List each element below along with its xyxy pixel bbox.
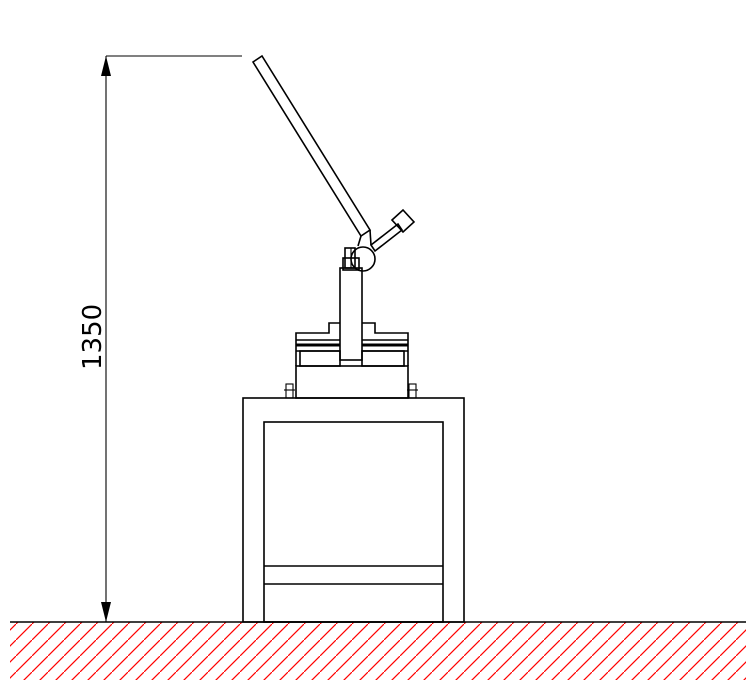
ground-hatch	[10, 621, 746, 680]
mounting-bolts	[284, 383, 418, 399]
height-dimension: 1350	[78, 55, 242, 622]
lever-pivot	[344, 246, 376, 272]
ram-column	[339, 248, 363, 361]
dimension-label: 1350	[78, 304, 108, 370]
stand-frame	[242, 397, 465, 623]
dimension-arrow-top	[101, 56, 111, 76]
base-plate	[295, 365, 409, 399]
lever-arm	[251, 54, 416, 253]
dimension-arrow-bottom	[101, 602, 111, 622]
